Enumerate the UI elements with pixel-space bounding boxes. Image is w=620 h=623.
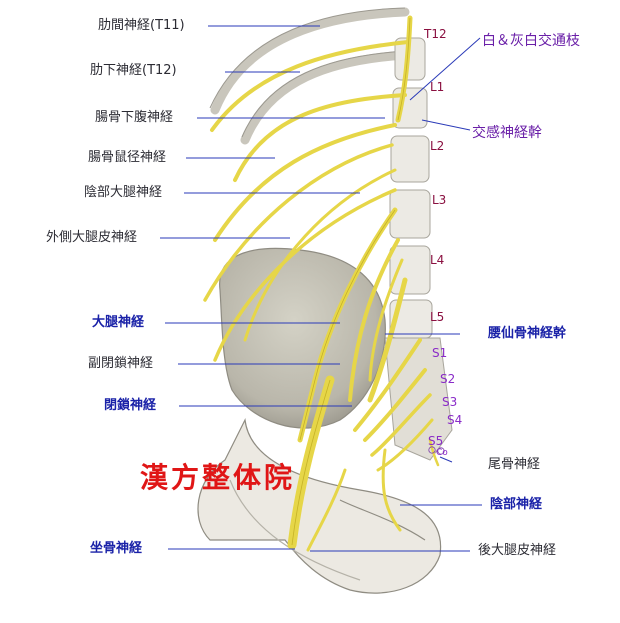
label-coccygeal: 尾骨神経: [488, 457, 541, 472]
vertebra-t12: T12: [424, 27, 447, 41]
label-accessory-obturator: 副閉鎖神経: [88, 356, 154, 371]
sacral-s5: S5: [428, 434, 444, 448]
vertebra-l3: L3: [432, 193, 447, 207]
label-iliohypogastric: 腸骨下腹神経: [95, 110, 174, 125]
vertebra-l5: L5: [430, 310, 445, 324]
label-intercostal-t11: 肋間神経(T11): [98, 18, 185, 33]
sacral-foramina: [428, 446, 445, 455]
label-rami-communicantes: 白＆灰白交通枝: [482, 33, 580, 49]
sacral-s1: S1: [432, 346, 448, 360]
label-obturator: 閉鎖神経: [104, 398, 157, 413]
leader-lines-left: [160, 25, 385, 550]
label-subcostal-t12: 肋下神経(T12): [90, 63, 177, 78]
vertebra-l4: L4: [430, 253, 445, 267]
label-lumbosacral-trunk: 腰仙骨神経幹: [488, 326, 567, 341]
label-pudendal: 陰部神経: [490, 497, 543, 512]
label-femoral: 大腿神経: [92, 315, 145, 330]
sacral-s4: S4: [447, 413, 463, 427]
label-sympathetic-trunk: 交感神経幹: [472, 125, 542, 141]
label-posterior-femoral-cutaneous: 後大腿皮神経: [478, 543, 557, 558]
vertebra-l2: L2: [430, 139, 445, 153]
ribs: [210, 7, 410, 145]
label-sciatic: 坐骨神経: [90, 541, 143, 556]
sacral-co: Co: [436, 448, 448, 458]
label-genitofemoral: 陰部大腿神経: [84, 185, 163, 200]
sacral-s2: S2: [440, 372, 456, 386]
label-lateral-femoral-cutaneous: 外側大腿皮神経: [46, 230, 138, 245]
leader-lines-right: [310, 37, 482, 552]
vertebra-l1: L1: [430, 80, 445, 94]
vertebral-column: [384, 37, 453, 461]
watermark: 漢方整体院: [140, 461, 296, 494]
label-ilioinguinal: 腸骨鼠径神経: [88, 150, 167, 165]
sacral-s3: S3: [442, 395, 458, 409]
